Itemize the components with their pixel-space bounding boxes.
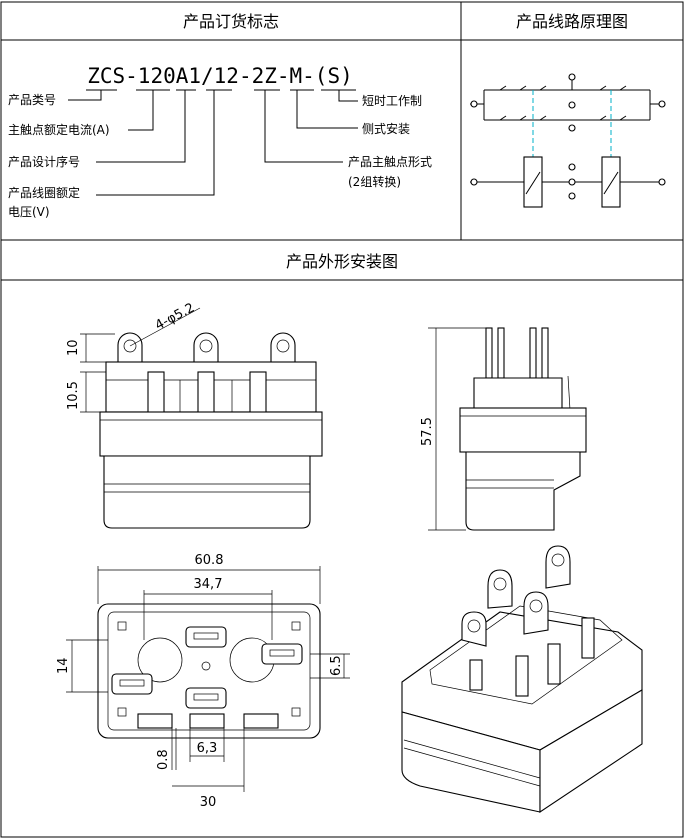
dim-10-5: 10.5 xyxy=(66,381,81,410)
circuit-schematic xyxy=(470,73,666,208)
front-view xyxy=(80,307,323,529)
order-code: ZCS-120A1/12-2Z-M-(S) xyxy=(87,64,353,88)
label-two-changeover: (2组转换) xyxy=(348,174,401,189)
label-contact-form: 产品主触点形式 xyxy=(348,155,432,169)
circuit-header: 产品线路原理图 xyxy=(516,12,628,31)
dim-60-8: 60.8 xyxy=(195,553,224,568)
label-design-serial: 产品设计序号 xyxy=(8,154,80,169)
order-code-header: 产品订货标志 xyxy=(183,12,279,31)
label-rated-current: 主触点额定电流(A) xyxy=(8,122,110,137)
label-short-duty: 短时工作制 xyxy=(362,94,422,108)
dim-30: 30 xyxy=(200,795,217,810)
label-side-mount: 侧式安装 xyxy=(362,121,410,136)
dim-0-8: 0.8 xyxy=(156,749,171,770)
dim-14: 14 xyxy=(56,657,71,674)
code-leader-lines xyxy=(68,90,358,196)
dim-6-5: 6.5 xyxy=(329,655,344,676)
dim-holes: 4-φ5.2 xyxy=(153,300,197,333)
label-voltage: 电压(V) xyxy=(8,205,50,219)
label-product-class: 产品类号 xyxy=(8,93,56,107)
bottom-view xyxy=(66,566,350,792)
isometric-view xyxy=(401,545,643,814)
relay-coil-symbol xyxy=(601,156,621,208)
dim-6-3: 6,3 xyxy=(197,741,218,756)
label-coil-rated: 产品线圈额定 xyxy=(8,185,80,200)
dim-10: 10 xyxy=(66,339,81,356)
relay-coil-symbol xyxy=(523,156,543,208)
outline-header: 产品外形安装图 xyxy=(286,252,398,271)
dim-34-7: 34,7 xyxy=(194,577,223,592)
dim-57-5: 57.5 xyxy=(420,417,435,446)
side-view xyxy=(428,327,587,531)
